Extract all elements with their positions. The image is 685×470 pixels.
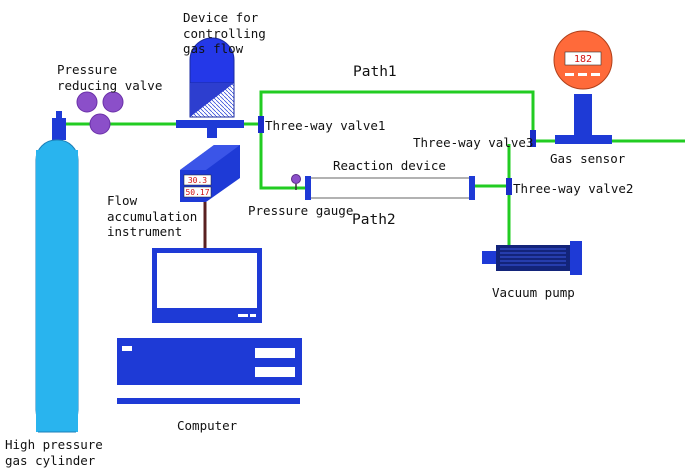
pipe-path1 xyxy=(259,90,535,132)
vacuum-pump xyxy=(482,241,582,275)
pipe-path2-branch xyxy=(259,124,305,190)
gas-sensor-label: Gas sensor xyxy=(550,151,626,166)
computer-keyboard xyxy=(117,398,300,404)
computer-case xyxy=(117,338,302,385)
gas-cylinder-label: High pressure gas cylinder xyxy=(5,437,103,468)
path1-label: Path1 xyxy=(353,64,397,80)
flow-readout-2: 50.17 xyxy=(185,188,209,197)
vacuum-pump-label: Vacuum pump xyxy=(492,285,575,300)
three-way-valve1-label: Three-way valve1 xyxy=(265,118,386,133)
reaction-device-label: Reaction device xyxy=(333,158,446,173)
gas-pipes xyxy=(64,90,685,245)
pressure-gauge-label: Pressure gauge xyxy=(248,203,354,218)
flow-accumulation-label: Flow accumulation instrument xyxy=(107,193,198,240)
computer-label: Computer xyxy=(177,418,238,433)
gas-sensor: 182 xyxy=(553,30,613,144)
reaction-device-tube xyxy=(305,176,475,200)
flow-control-device-label: Device for controlling gas flow xyxy=(183,10,266,57)
pressure-gauge-icon xyxy=(291,174,301,190)
three-way-valve-2-icon xyxy=(506,178,512,195)
flow-control-device xyxy=(176,37,244,138)
three-way-valve2-label: Three-way valve2 xyxy=(513,181,634,196)
three-way-valve-1-icon xyxy=(258,116,264,133)
path2-label: Path2 xyxy=(352,212,396,228)
pressure-reducing-valve-label: Pressure reducing valve xyxy=(57,62,163,93)
sensor-readout: 182 xyxy=(574,54,592,65)
flow-readout-1: 30.3 xyxy=(188,176,207,185)
three-way-valve3-label: Three-way valve3 xyxy=(413,135,534,150)
pressure-reducing-valve xyxy=(76,91,124,135)
flow-accumulation-instrument: 30.3 50.17 xyxy=(180,145,240,202)
computer-monitor xyxy=(152,248,262,323)
gas-cylinder xyxy=(35,111,79,433)
three-way-valve-3-icon xyxy=(530,130,536,147)
